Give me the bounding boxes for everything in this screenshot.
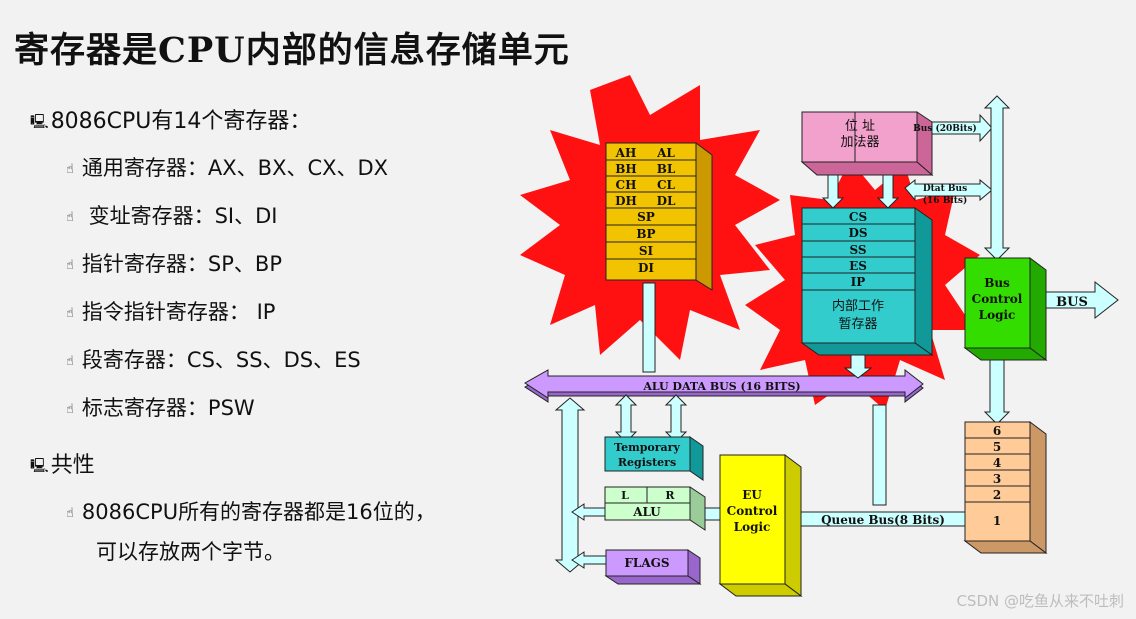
bullet-item-text: 标志寄存器：PSW — [81, 396, 255, 420]
bullet-common-line-1: 8086CPU所有的寄存器都是16位的， — [81, 500, 436, 524]
bullet-item-text: 指针寄存器：SP、BP — [81, 252, 282, 276]
reg-cl: CL — [657, 178, 676, 192]
reg-ip: IP — [851, 275, 866, 289]
reg-bl: BL — [657, 162, 676, 176]
alu-l-label: L — [621, 489, 629, 502]
flags-label: FLAGS — [624, 556, 669, 570]
reg-al: AL — [656, 146, 675, 160]
queue-bus-label: Queue Bus(8 Bits) — [821, 513, 945, 527]
segment-registers-block: CS DS SS ES IP 内部工作 暂存器 — [800, 207, 934, 356]
bullet-item: ☝ 通用寄存器：AX、BX、CX、DX — [66, 152, 388, 182]
eu-label-3: Logic — [734, 520, 771, 534]
bus-label: BUS — [1056, 295, 1088, 310]
alu-bus-label: ALU DATA BUS (16 BITS) — [642, 380, 800, 393]
bullet-intro-text: 8086CPU有14个寄存器： — [50, 109, 312, 134]
alu-r-label: R — [665, 489, 675, 502]
adder-label-2: 加法器 — [840, 135, 879, 150]
bus-control-label-2: Control — [972, 292, 1023, 306]
flags-register: FLAGS — [604, 549, 702, 585]
alu-block: L R ALU — [604, 486, 706, 531]
bullet-item-text: 指令指针寄存器： IP — [81, 300, 276, 324]
bullet-common-text: 共性 — [50, 453, 95, 478]
bullet-item-text: 变址寄存器：SI、DI — [81, 204, 278, 228]
instruction-queue: 6 5 4 3 2 1 — [963, 421, 1048, 554]
queue-slot-4: 4 — [993, 456, 1001, 470]
bullet-item: ☝ 变址寄存器：SI、DI — [66, 200, 277, 230]
bus-control-label-3: Logic — [979, 308, 1016, 322]
hand-pointer-icon: ☝ — [66, 306, 74, 321]
hand-pointer-icon: ☝ — [66, 402, 74, 417]
internal-temp-label-2: 暂存器 — [838, 317, 877, 332]
computer-icon: 🖳 — [30, 114, 49, 130]
alu-label: ALU — [632, 505, 661, 519]
reg-ss: SS — [849, 243, 866, 257]
bullet-item: ☝ 标志寄存器：PSW — [66, 392, 255, 422]
bus20-label: Bus (20Bits) — [913, 123, 977, 134]
temporary-registers: Temporary Registers — [604, 436, 704, 481]
csdn-watermark: CSDN @吃鱼从来不吐刺 — [956, 592, 1124, 610]
reg-ch: CH — [616, 178, 637, 192]
bullet-item: ☝ 指针寄存器：SP、BP — [66, 248, 282, 278]
reg-sp: SP — [637, 210, 655, 224]
bus-control-label-1: Bus — [984, 276, 1010, 290]
queue-slot-6: 6 — [993, 424, 1001, 438]
address-adder: 位 址 加法器 Bus (20Bits) — [800, 111, 977, 177]
reg-bp: BP — [636, 227, 655, 241]
reg-dh: DH — [615, 194, 637, 208]
queue-slot-5: 5 — [993, 440, 1001, 454]
bullet-item: ☝ 指令指针寄存器： IP — [66, 296, 275, 326]
alu-data-bus: ALU DATA BUS (16 BITS) — [524, 368, 924, 404]
temp-regs-label-2: Registers — [618, 456, 676, 469]
internal-temp-label-1: 内部工作 — [832, 298, 884, 314]
general-registers-block: AH AL BH BL CH CL DH DL SP BP SI DI — [605, 142, 713, 291]
temp-regs-label-1: Temporary — [614, 441, 680, 454]
hand-pointer-icon: ☝ — [66, 354, 74, 369]
reg-si: SI — [639, 244, 654, 258]
reg-ah: AH — [615, 146, 637, 160]
bus-control-logic: Bus Control Logic — [963, 257, 1048, 361]
reg-es: ES — [849, 259, 867, 273]
connection-arrows — [554, 95, 1119, 573]
hand-pointer-icon: ☝ — [66, 258, 74, 273]
reg-di: DI — [638, 261, 654, 275]
bullet-common-line-2: 可以存放两个字节。 — [96, 540, 285, 564]
bullet-item-text: 段寄存器：CS、SS、DS、ES — [81, 348, 361, 372]
hand-pointer-icon: ☝ — [66, 162, 74, 177]
queue-slot-2: 2 — [993, 488, 1001, 502]
bullet-item-text: 通用寄存器：AX、BX、CX、DX — [81, 156, 389, 180]
hand-pointer-icon: ☝ — [66, 210, 74, 225]
computer-icon: 🖳 — [30, 458, 49, 474]
reg-cs: CS — [849, 210, 867, 224]
eu-control-logic: EU Control Logic — [718, 454, 803, 597]
reg-bh: BH — [615, 162, 636, 176]
reg-dl: DL — [657, 194, 676, 208]
eu-label-1: EU — [742, 488, 762, 502]
adder-label-1: 位 址 — [845, 119, 875, 134]
reg-ds: DS — [848, 226, 867, 240]
bullet-intro: 🖳8086CPU有14个寄存器： — [30, 103, 311, 137]
dtat-bus-label-2: (16 Bits) — [923, 195, 967, 206]
bullet-item: ☝ 段寄存器：CS、SS、DS、ES — [66, 344, 361, 374]
bullet-item: ☝ 8086CPU所有的寄存器都是16位的， — [66, 496, 436, 526]
slide-title: 寄存器是CPU内部的信息存储单元 — [14, 30, 570, 71]
eu-label-2: Control — [727, 504, 778, 518]
queue-slot-3: 3 — [993, 472, 1001, 486]
dtat-bus-label-1: Dtat Bus — [923, 184, 967, 194]
bullet-common: 🖳共性 — [30, 447, 95, 481]
hand-pointer-icon: ☝ — [66, 506, 74, 521]
queue-slot-1: 1 — [993, 514, 1001, 528]
